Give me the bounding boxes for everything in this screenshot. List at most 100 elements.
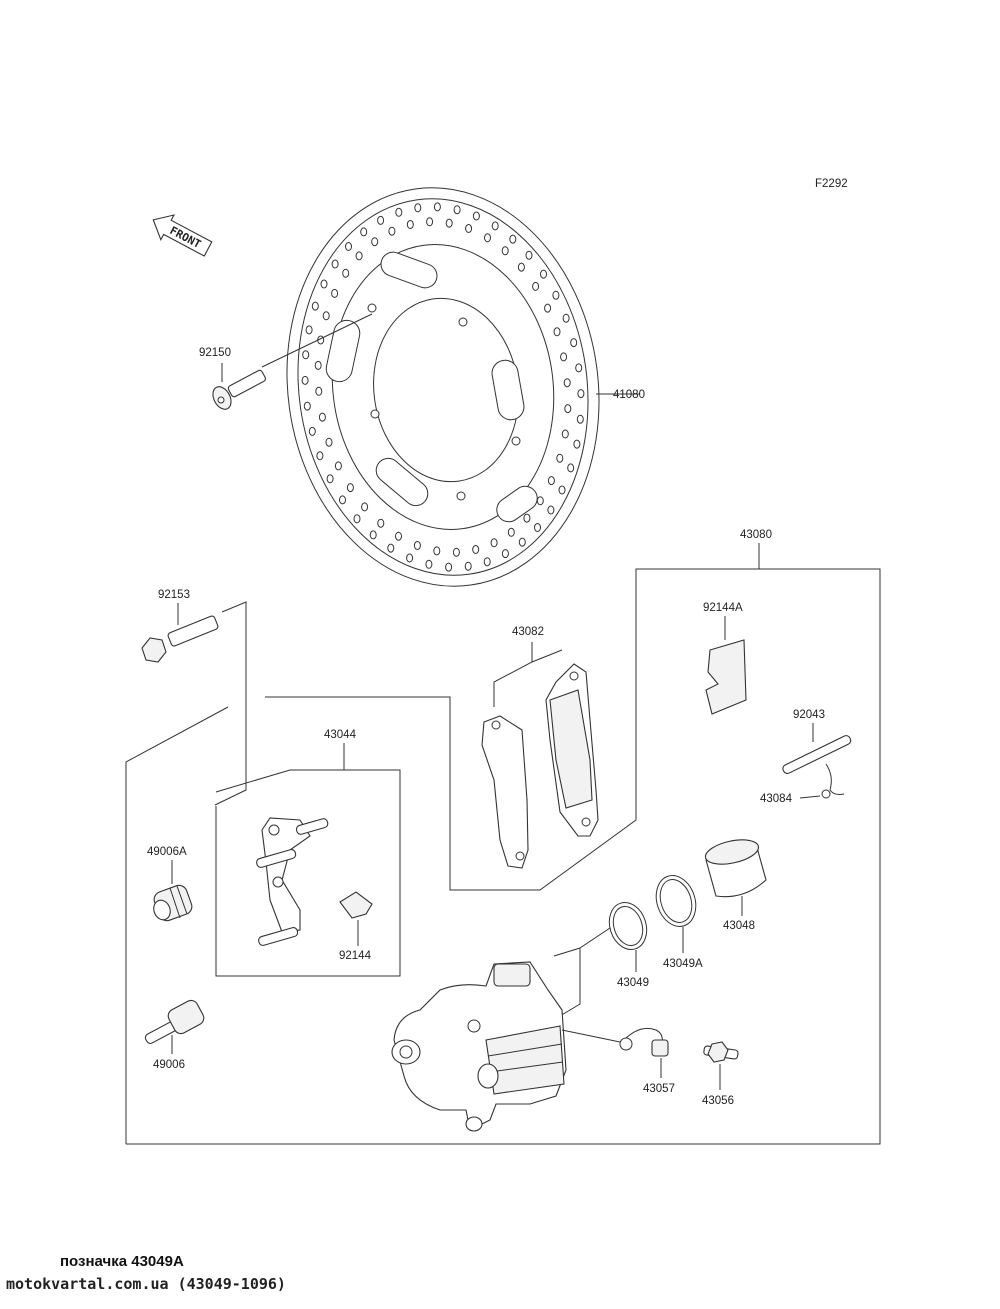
disc-hole	[325, 437, 333, 447]
bracket-bolt	[141, 615, 219, 663]
part-43049A-label: 43049A	[663, 958, 703, 970]
caliper-body	[391, 961, 567, 1132]
disc-hole	[465, 224, 473, 233]
disc-hole	[395, 207, 403, 217]
disc-hole	[577, 389, 585, 399]
disc-hole	[560, 352, 568, 362]
disc-hole	[315, 386, 323, 396]
piston-seal-43049A	[655, 875, 697, 927]
disc-hole	[490, 538, 498, 548]
disc-hole	[547, 505, 555, 515]
disc-hole	[532, 281, 540, 291]
pad-pin	[782, 735, 852, 775]
disc-hole	[355, 251, 363, 261]
brake-disc	[286, 187, 600, 587]
disc-hole	[331, 288, 339, 298]
disc-holes	[301, 202, 585, 572]
dust-seal-43049	[608, 902, 648, 950]
disc-hole	[301, 375, 309, 385]
disc-hole	[433, 546, 441, 556]
disc-hole	[573, 439, 581, 449]
disc-hole	[517, 262, 525, 272]
source-watermark: motokvartal.com.ua (43049-1096)	[6, 1275, 286, 1293]
disc-hole	[371, 237, 379, 247]
disc-hole	[339, 495, 346, 505]
pad-spring	[705, 639, 747, 715]
disc-hole	[483, 557, 491, 567]
disc-hole	[472, 545, 480, 554]
disc-hole	[445, 218, 453, 228]
disc-hole	[552, 290, 560, 300]
bleeder-valve	[703, 1041, 739, 1063]
disc-hole	[406, 220, 414, 229]
disc-hole	[547, 476, 555, 486]
disc-hole	[318, 412, 326, 422]
part-41080-label: 41080	[613, 389, 645, 401]
disc-hole	[345, 242, 352, 251]
disc-hole	[303, 401, 311, 411]
disc-hole	[316, 451, 324, 461]
disc-hole	[331, 259, 339, 269]
caliper-piston	[704, 839, 767, 898]
disc-hole	[558, 485, 566, 495]
disc-hole	[484, 233, 491, 243]
part-43048-label: 43048	[723, 920, 755, 932]
disc-hole	[472, 211, 480, 221]
disc-hole	[563, 378, 571, 388]
disc-hole	[320, 279, 328, 289]
caliper-bracket	[256, 817, 329, 946]
disc-hole	[561, 429, 569, 439]
disc-hole	[387, 543, 395, 553]
brake-pad-outer	[545, 663, 599, 837]
part-92144A-label: 92144A	[703, 602, 743, 614]
bleeder-cap	[619, 1027, 669, 1057]
rubber-boot	[153, 884, 193, 922]
part-43082-label: 43082	[512, 626, 544, 638]
part-49006A-label: 49006A	[147, 846, 187, 858]
disc-hole	[377, 215, 385, 225]
part-92144-label: 92144	[339, 950, 372, 962]
disc-hole	[388, 226, 396, 236]
disc-hole	[322, 311, 330, 321]
disc-hole	[326, 474, 334, 484]
disc-hole	[540, 269, 547, 279]
disc-hole	[302, 350, 310, 360]
part-43084-label: 43084	[760, 793, 793, 805]
part-92150-label: 92150	[199, 347, 231, 359]
disc-hole	[413, 541, 421, 550]
disc-hole	[414, 203, 422, 213]
part-43057-label: 43057	[643, 1083, 675, 1095]
part-43049-label: 43049	[617, 977, 649, 989]
disc-hole	[501, 246, 509, 256]
disc-hole	[544, 303, 552, 313]
disc-hole	[553, 327, 561, 337]
disc-hole	[509, 234, 517, 244]
disc-hole	[536, 496, 544, 506]
disc-hole	[453, 205, 461, 215]
disc-hole	[314, 360, 322, 370]
disc-hole	[575, 363, 583, 373]
disc-hole	[342, 268, 350, 278]
disc-hole	[525, 250, 533, 260]
disc-hole	[377, 518, 385, 528]
disc-hole	[369, 530, 377, 540]
front-arrow-icon: FRONT	[152, 214, 213, 257]
bracket-spring	[339, 891, 373, 919]
disc-hole	[518, 537, 526, 547]
disc-hole	[464, 561, 472, 571]
disc-hole	[562, 313, 570, 323]
disc-hole	[305, 325, 313, 335]
disc-hole	[534, 523, 541, 532]
disc-hole	[353, 514, 361, 524]
disc-bolt	[212, 369, 266, 410]
part-43080-label: 43080	[740, 529, 772, 541]
brake-pad-inner	[481, 715, 529, 869]
disc-hole	[556, 453, 564, 463]
disc-hole	[491, 221, 499, 231]
disc-hole	[445, 562, 453, 572]
part-92043-label: 92043	[793, 709, 825, 721]
disc-hole	[452, 547, 460, 557]
disc-hole	[507, 527, 515, 537]
retaining-clip	[821, 763, 845, 799]
